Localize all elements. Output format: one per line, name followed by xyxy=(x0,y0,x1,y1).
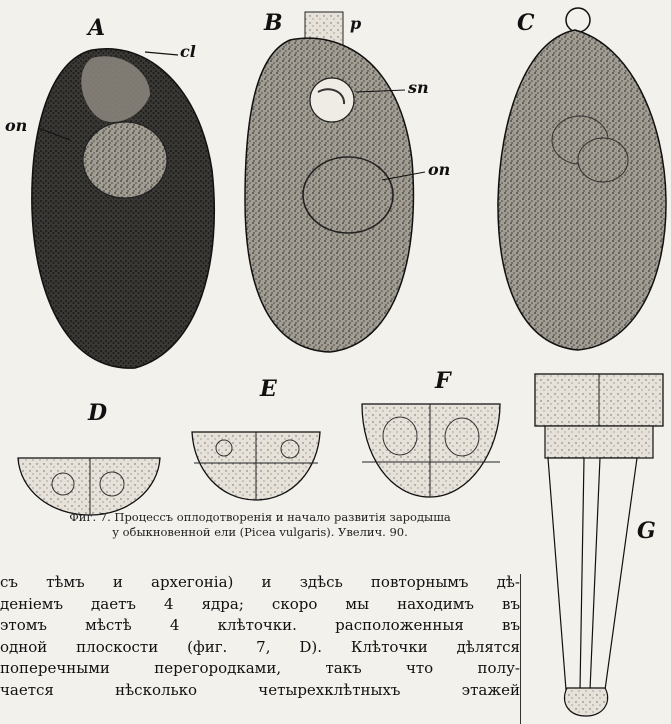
figure-e-cell-layers xyxy=(192,432,320,500)
label-f: F xyxy=(435,368,451,394)
figure-g-suspensor xyxy=(535,374,663,716)
body-line-6: чается нѣсколько четырехклѣтныхъ этажей xyxy=(0,680,520,702)
body-line-4: одной плоскости (фиг. 7, D). Клѣточки дѣ… xyxy=(0,637,520,659)
label-a: A xyxy=(88,15,105,41)
caption-line-2: у обыкновенной ели (Picea vulgaris). Уве… xyxy=(0,525,520,540)
label-b: B xyxy=(264,10,283,36)
label-p: p xyxy=(350,14,361,33)
body-line-5: поперечными перегородками, такъ что полу… xyxy=(0,658,520,680)
label-on-a: on xyxy=(5,116,27,135)
body-line-1: съ тѣмъ и архегоніа) и здѣсь повторнымъ … xyxy=(0,572,520,594)
figure-c-proembryo xyxy=(498,8,666,350)
column-rule xyxy=(520,574,521,724)
body-text: съ тѣмъ и архегоніа) и здѣсь повторнымъ … xyxy=(0,572,520,701)
label-on-b: on xyxy=(428,160,450,179)
figure-a-egg-cell xyxy=(32,49,214,368)
label-g: G xyxy=(637,518,656,544)
label-cl: cl xyxy=(180,42,196,61)
figure-b-fertilization xyxy=(245,12,425,352)
label-sn: sn xyxy=(408,78,429,97)
label-e: E xyxy=(260,376,277,402)
figure-f-dividing-cells xyxy=(362,404,500,497)
label-c: C xyxy=(517,10,535,36)
label-d: D xyxy=(88,400,107,426)
body-line-2: деніемъ даетъ 4 ядра; скоро мы находимъ … xyxy=(0,594,520,616)
figure-d-four-cells xyxy=(18,458,160,515)
caption-line-1: Фиг. 7. Процессъ оплодотворенія и начало… xyxy=(0,510,520,525)
figure-caption: Фиг. 7. Процессъ оплодотворенія и начало… xyxy=(0,510,520,540)
body-line-3: этомъ мѣстѣ 4 клѣточки. расположенныя въ xyxy=(0,615,520,637)
